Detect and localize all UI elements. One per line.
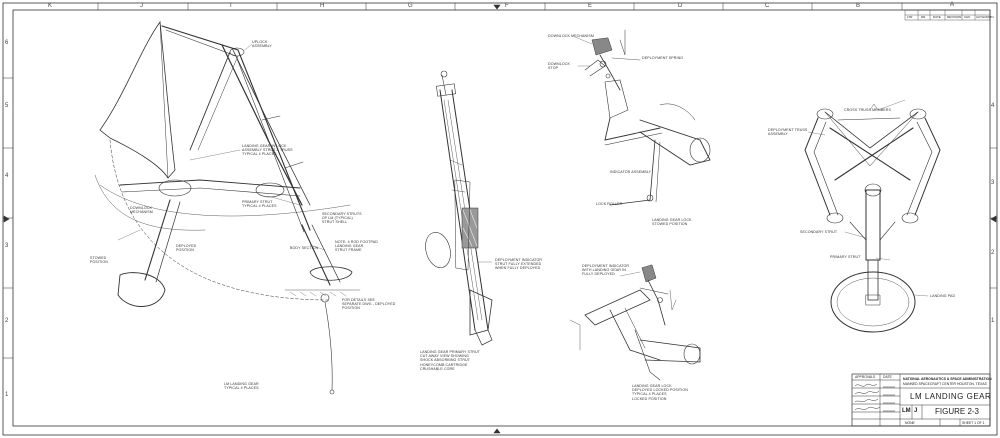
zone-number: 1 [5,392,9,398]
zone-letter: C [765,3,770,9]
zone-number: 2 [5,318,9,324]
zone-letter: K [48,3,53,9]
callout-label: DEPLOYMENT SPRING [642,56,684,60]
callout-label: STOWED POSITION [90,256,108,265]
figure-number: FIGURE 2-3 [935,407,980,416]
revision-block [904,9,991,21]
callout-label: DOWNLOCK STOP [548,62,570,71]
date-header: DATE [883,375,892,379]
drawing-title: LM LANDING GEAR [910,392,992,401]
callout-label: BODY SECTION [290,246,319,250]
agency-name: NATIONAL AERONAUTICS & SPACE ADMINISTRAT… [903,377,992,381]
callout-label: CROSS TRUSS MEMBERS [844,108,891,112]
callout-label: FOR DETAILS SEE SEPARATE DWG - DEPLOYED … [342,298,396,311]
primary-strut-cutaway [425,70,493,346]
zone-number: 2 [991,250,995,256]
revision-header: LTR [907,15,913,19]
zone-number: 3 [991,180,995,186]
zone-letter: B [856,3,861,9]
center-mark-left [3,215,10,223]
callout-label: LANDING GEAR PRIMARY STRUT CUT AWAY VIEW… [420,350,480,371]
title-block [851,373,991,427]
zone-letter: A [950,2,955,8]
revision-header: AUTHORIZN [976,15,994,19]
callout-label: SECONDARY STRUT [800,230,838,234]
callout-label: LANDING GEAR IN LOCK ASSEMBLY STRUT & TR… [242,144,293,157]
callout-label: LANDING GEAR LOCK DEPLOYED LOCKED POSITI… [632,384,688,401]
zone-number: 1 [991,318,995,324]
callout-label: LOCK ROLLER [596,202,623,206]
revision-header: REVISION [947,15,962,19]
drawing-code: LM [902,408,911,414]
left-zone-ticks [2,77,998,359]
downlock-deployed-view [569,264,701,381]
zone-letter: F [505,3,509,9]
callout-label: DOWNLOCK MECHANISM [548,34,594,38]
callout-label: DEPLOYED POSITION [176,244,197,253]
center-mark-bottom [493,428,501,434]
agency-location: MANNED SPACECRAFT CENTER HOUSTON, TEXAS [903,382,987,386]
callout-label: DEPLOYMENT INDICATOR WITH LANDING GEAR I… [582,264,630,277]
zone-letter: D [678,3,683,9]
center-mark-right [990,215,997,223]
zone-number: 4 [5,173,9,179]
callout-label: LANDING PAD [930,294,956,298]
callout-label: NOTE: 4 ROD FOOTPAD LANDING GEAR STRUT F… [335,240,378,253]
inner-border [12,9,991,427]
scale-value: NONE [905,421,915,425]
callout-label: LM LANDING GEAR TYPICAL 4 PLACES [224,382,259,391]
landing-gear-front-view [804,99,941,333]
zone-number: 6 [5,40,9,46]
callout-label: LANDING GEAR LOCK STOWED POSITION [652,218,692,227]
approvals-header: APPROVALS [855,375,876,379]
zone-letter: E [588,3,593,9]
callout-label: SECONDARY STRUTS OF LM (TYPICAL) STRUT S… [322,212,362,225]
zone-letter: I [230,3,232,9]
revision-header: CHK [964,15,971,19]
zone-number: 5 [5,103,9,109]
callout-label: DOWNLOCK MECHANISM [130,206,153,215]
zone-number: 3 [5,243,9,249]
landing-gear-side-view [94,20,361,395]
callout-label: DEPLOYMENT INDICATOR STRUT FULLY EXTENDE… [495,258,543,271]
sheet-number: SHEET 1 OF 1 [962,421,985,425]
downlock-stowed-view [574,29,711,206]
drawing-size: J [914,408,918,414]
zone-number: 4 [991,103,995,109]
zone-letter: G [408,3,413,9]
zone-letter: J [140,3,143,9]
signature-scribbles [854,383,895,412]
revision-header: DATE [933,15,941,19]
center-mark-top [493,4,501,10]
callout-label: PRIMARY STRUT [830,255,861,259]
revision-header: DR [921,15,926,19]
callout-label: PRIMARY STRUT TYPICAL 4 PLACES [242,200,277,209]
top-zone-ticks [97,2,903,11]
callout-label: UPLOCK ASSEMBLY [252,40,272,49]
callout-label: INDICATOR ASSEMBLY [610,170,652,174]
zone-letter: H [320,3,325,9]
callout-label: DEPLOYMENT TRUSS ASSEMBLY [768,128,808,137]
